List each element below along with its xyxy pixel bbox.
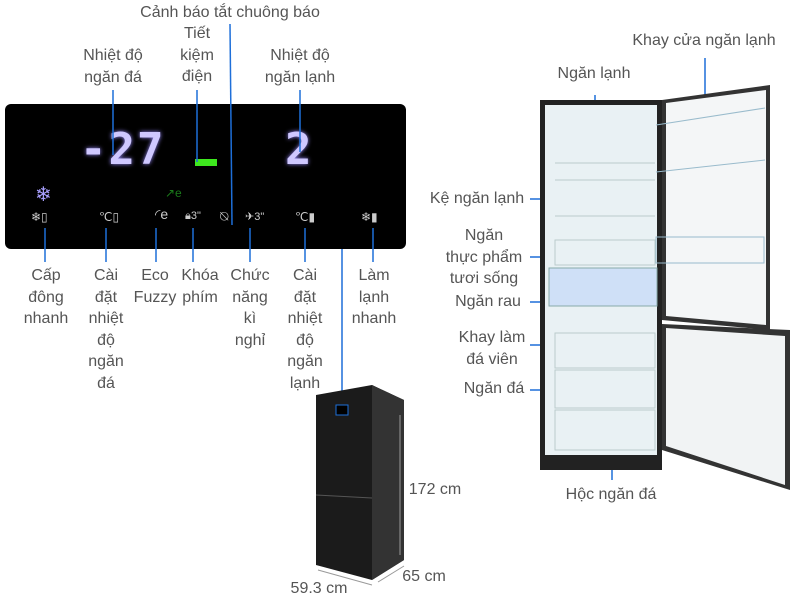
dimension-height: 172 cm (408, 481, 462, 498)
fridge-setting-button[interactable]: ℃▮ (295, 210, 316, 224)
eco-fuzzy-button[interactable]: ◜e (155, 206, 169, 222)
fridge-temp-display: 2 (285, 124, 314, 175)
label-door-tray: Khay cửa ngăn lạnh (632, 32, 776, 49)
key-lock-button[interactable]: 🔒︎3" (185, 210, 201, 222)
snowflake-icon: ❄ (35, 184, 52, 206)
label-alarm-off: Cảnh báo tắt chuông báo (140, 4, 320, 21)
label-vegetable: Ngăn rau (455, 293, 521, 310)
fridge-open-image (540, 85, 790, 490)
label-fridge-compartment: Ngăn lạnh (557, 65, 631, 82)
holiday-button[interactable]: ✈3" (245, 211, 265, 223)
label-shelf: Kệ ngăn lạnh (429, 190, 525, 207)
dimension-depth: 65 cm (402, 568, 446, 585)
freezer-temp-display: -27 (80, 124, 166, 175)
label-freezer: Ngăn đá (463, 380, 525, 397)
quick-cool-button[interactable]: ❄▮ (361, 210, 378, 224)
control-panel: -27 2 ❄ ↗e ❄▯ ℃▯ ◜e 🔒︎3" ⍉ ✈3" ℃▮ ❄▮ (5, 104, 406, 249)
dimension-width: 59.3 cm (290, 580, 348, 597)
label-freezer-drawer: Hộc ngăn đá (565, 486, 657, 503)
freezer-setting-button[interactable]: ℃▯ (99, 210, 120, 224)
alarm-off-button[interactable]: ⍉ (220, 208, 229, 224)
eco-indicator-icon: ↗e (165, 186, 182, 200)
quick-freeze-button[interactable]: ❄▯ (31, 210, 48, 224)
fridge-exterior-image (315, 385, 405, 586)
energy-saving-indicator (195, 159, 217, 166)
